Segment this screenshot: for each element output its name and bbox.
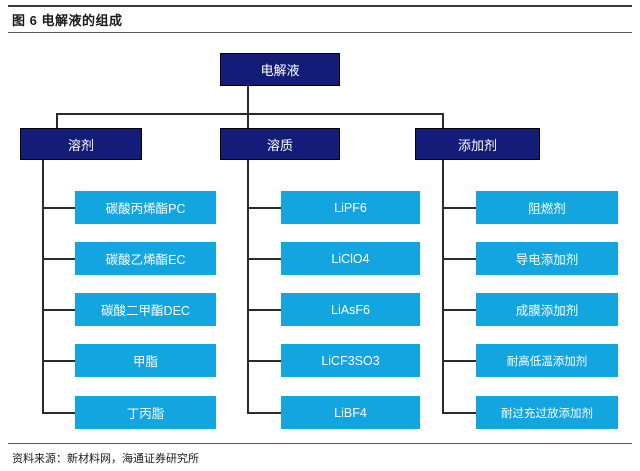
connector-stub-additive-2 [442,258,477,260]
node-leaf-solute-2: LiClO4 [281,242,420,275]
node-leaf-solvent-1: 碳酸丙烯酯PC [75,191,216,224]
source-note: 资料来源：新材料网，海通证券研究所 [12,453,199,465]
node-leaf-additive-1: 阻燃剂 [476,191,618,224]
connector-stub-solvent-4 [42,360,76,362]
connector-drop-solvent [56,113,58,128]
node-leaf-solute-5: LiBF4 [281,396,420,429]
connector-stub-additive-5 [442,412,477,414]
node-leaf-solvent-2: 碳酸乙烯酯EC [75,242,216,275]
node-leaf-additive-5: 耐过充过放添加剂 [476,396,618,429]
node-leaf-solute-1: LiPF6 [281,191,420,224]
node-leaf-solute-3: LiAsF6 [281,293,420,326]
node-leaf-additive-2: 导电添加剂 [476,242,618,275]
connector-stub-additive-1 [442,207,477,209]
node-leaf-solvent-3: 碳酸二甲酯DEC [75,293,216,326]
footer-rule [8,443,632,444]
connector-root-stem [247,86,249,113]
connector-stub-solvent-2 [42,258,76,260]
node-leaf-solvent-5: 丁丙脂 [75,396,216,429]
connector-stub-solute-3 [247,309,282,311]
connector-stub-solute-4 [247,360,282,362]
connector-stub-solute-2 [247,258,282,260]
connector-trunk-solute [247,160,249,414]
node-branch-solvent: 溶剂 [20,128,142,160]
connector-stub-solute-5 [247,412,282,414]
node-root: 电解液 [220,53,340,86]
connector-stub-additive-4 [442,360,477,362]
node-leaf-additive-4: 耐高低温添加剂 [476,344,618,377]
node-branch-solute: 溶质 [220,128,340,160]
connector-trunk-additive [442,160,444,414]
connector-branch-bus [56,113,444,115]
node-leaf-solvent-4: 甲脂 [75,344,216,377]
connector-stub-solute-1 [247,207,282,209]
node-branch-additive: 添加剂 [415,128,540,160]
page-title: 图 6 电解液的组成 [12,13,123,28]
node-leaf-additive-3: 成膜添加剂 [476,293,618,326]
title-rule-top [8,5,632,7]
node-leaf-solute-4: LiCF3SO3 [281,344,420,377]
connector-drop-solute [247,113,249,128]
connector-stub-solvent-1 [42,207,76,209]
connector-drop-additive [442,113,444,128]
connector-trunk-solvent [42,160,44,414]
connector-stub-solvent-3 [42,309,76,311]
connector-stub-additive-3 [442,309,477,311]
title-rule-bottom [8,32,632,33]
connector-stub-solvent-5 [42,412,76,414]
